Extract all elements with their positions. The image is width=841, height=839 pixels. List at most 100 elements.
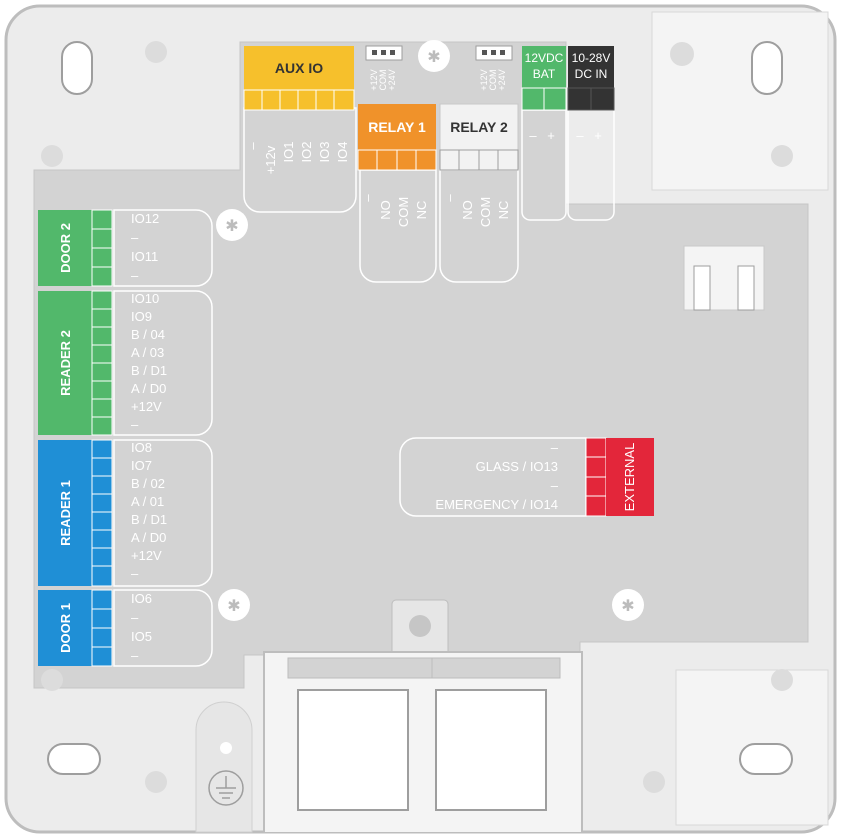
label-outline	[359, 169, 437, 283]
enclosure-corner-panel	[651, 11, 829, 191]
label-outline	[243, 107, 357, 213]
reader1-pin-label: A / 01	[131, 494, 164, 509]
door2-pin-label: IO11	[131, 249, 158, 264]
label-outline	[439, 169, 519, 283]
svg-text:✱: ✱	[227, 596, 240, 615]
cable-entry	[263, 599, 583, 832]
screw-icon: ✱	[418, 40, 450, 72]
relay2-pin-label: NO	[460, 200, 475, 220]
svg-text:✱: ✱	[621, 596, 634, 615]
screw-icon: ✱	[612, 589, 644, 621]
alignment-dot	[41, 145, 63, 167]
door2-terminal-block: DOOR 2	[38, 209, 113, 287]
ground-icon	[195, 701, 253, 833]
reader2-pin-label: +12V	[131, 399, 162, 414]
dc-input-terminal-block: 10-28V DC IN	[567, 46, 615, 111]
relay1-terminal-block: RELAY 1	[357, 104, 437, 171]
label-outline	[521, 109, 567, 221]
door2-pin-label: IO12	[131, 211, 159, 226]
svg-text:✱: ✱	[427, 47, 440, 66]
reader2-pin-label: A / 03	[131, 345, 164, 360]
bat-title-line2: BAT	[533, 67, 556, 81]
jumper2-pin-label: +12V	[479, 69, 489, 90]
relay1-pin-label: NO	[378, 200, 393, 220]
label-outline	[113, 290, 213, 436]
relay1-pin-label: –	[360, 194, 375, 202]
alignment-dot	[145, 771, 167, 793]
relay1-pin-label: NC	[414, 201, 429, 220]
relay2-title: RELAY 2	[450, 119, 508, 135]
alignment-dot	[41, 669, 63, 691]
aux-io-title: AUX IO	[275, 60, 323, 76]
door1-pin-label: IO6	[131, 591, 152, 606]
alignment-dot	[643, 771, 665, 793]
aux-pin-label: –	[245, 142, 260, 150]
voltage-jumper-relay1[interactable]: +12V COM +24V	[365, 45, 403, 91]
mounting-slot	[47, 743, 101, 775]
alignment-dot	[670, 42, 694, 66]
screw-icon: ✱	[216, 209, 248, 241]
door1-pin-label: –	[131, 610, 139, 625]
reader2-title: READER 2	[58, 330, 73, 396]
door1-pin-label: –	[131, 648, 139, 663]
door1-pin-label: IO5	[131, 629, 152, 644]
aux-pin-label: IO3	[317, 142, 332, 163]
aux-pin-label: IO4	[335, 142, 350, 163]
door1-title: DOOR 1	[58, 603, 73, 653]
jumper1-pin-label: +24V	[387, 69, 397, 90]
reader1-terminal-block: READER 1	[38, 439, 113, 587]
reader1-pin-label: IO7	[131, 458, 152, 473]
mounting-slot	[751, 41, 783, 95]
jumper2-pin-label: COM	[488, 70, 498, 91]
external-pin-label: –	[551, 478, 559, 493]
aux-io-terminal-block: AUX IO	[243, 46, 355, 111]
external-title: EXTERNAL	[622, 443, 637, 512]
reader2-terminal-block: READER 2	[38, 290, 113, 436]
external-pin-label: EMERGENCY / IO14	[435, 497, 558, 512]
label-outline	[113, 209, 213, 287]
relay2-pin-label: –	[442, 194, 457, 202]
dcin-title-line1: 10-28V	[572, 51, 611, 65]
reader1-title: READER 1	[58, 480, 73, 546]
door2-title: DOOR 2	[58, 223, 73, 273]
external-terminal-block: EXTERNAL	[585, 437, 654, 517]
dcin-pin-label: +	[594, 128, 602, 143]
external-pin-label: GLASS / IO13	[476, 459, 558, 474]
label-outline	[399, 437, 587, 517]
screw-icon: ✱	[218, 589, 250, 621]
label-outline	[113, 589, 213, 667]
reader1-pin-label: B / 02	[131, 476, 165, 491]
label-outline	[113, 439, 213, 587]
reader2-pin-label: IO9	[131, 309, 152, 324]
alignment-dot	[771, 145, 793, 167]
relay1-title: RELAY 1	[368, 119, 426, 135]
svg-text:✱: ✱	[225, 216, 238, 235]
reader1-pin-label: +12V	[131, 548, 162, 563]
voltage-jumper-relay2[interactable]: +12V COM +24V	[475, 45, 513, 91]
battery-terminal-block: 12VDC BAT	[521, 46, 567, 111]
reader1-pin-label: IO8	[131, 440, 152, 455]
mounting-slot	[739, 743, 793, 775]
reader1-pin-label: B / D1	[131, 512, 167, 527]
label-outline	[567, 109, 615, 221]
board-connector	[683, 245, 765, 311]
door1-terminal-block: DOOR 1	[38, 589, 113, 667]
mounting-slot	[61, 41, 93, 95]
dcin-pin-label: –	[576, 128, 584, 143]
relay2-terminal-block: RELAY 2	[439, 103, 519, 171]
aux-pin-label: +12v	[263, 145, 278, 174]
reader2-pin-label: –	[131, 417, 139, 432]
circuit-board	[33, 41, 809, 689]
bat-pin-label: +	[547, 128, 555, 143]
bat-pin-label: –	[529, 128, 537, 143]
aux-pin-label: IO1	[281, 142, 296, 163]
bat-title-line1: 12VDC	[525, 51, 564, 65]
relay2-pin-label: COM	[478, 197, 493, 227]
jumper2-pin-label: +24V	[497, 69, 507, 90]
reader2-pin-label: B / D1	[131, 363, 167, 378]
reader2-pin-label: A / D0	[131, 381, 166, 396]
external-pin-label: –	[551, 440, 559, 455]
reader1-pin-label: A / D0	[131, 530, 166, 545]
aux-pin-label: IO2	[299, 142, 314, 163]
